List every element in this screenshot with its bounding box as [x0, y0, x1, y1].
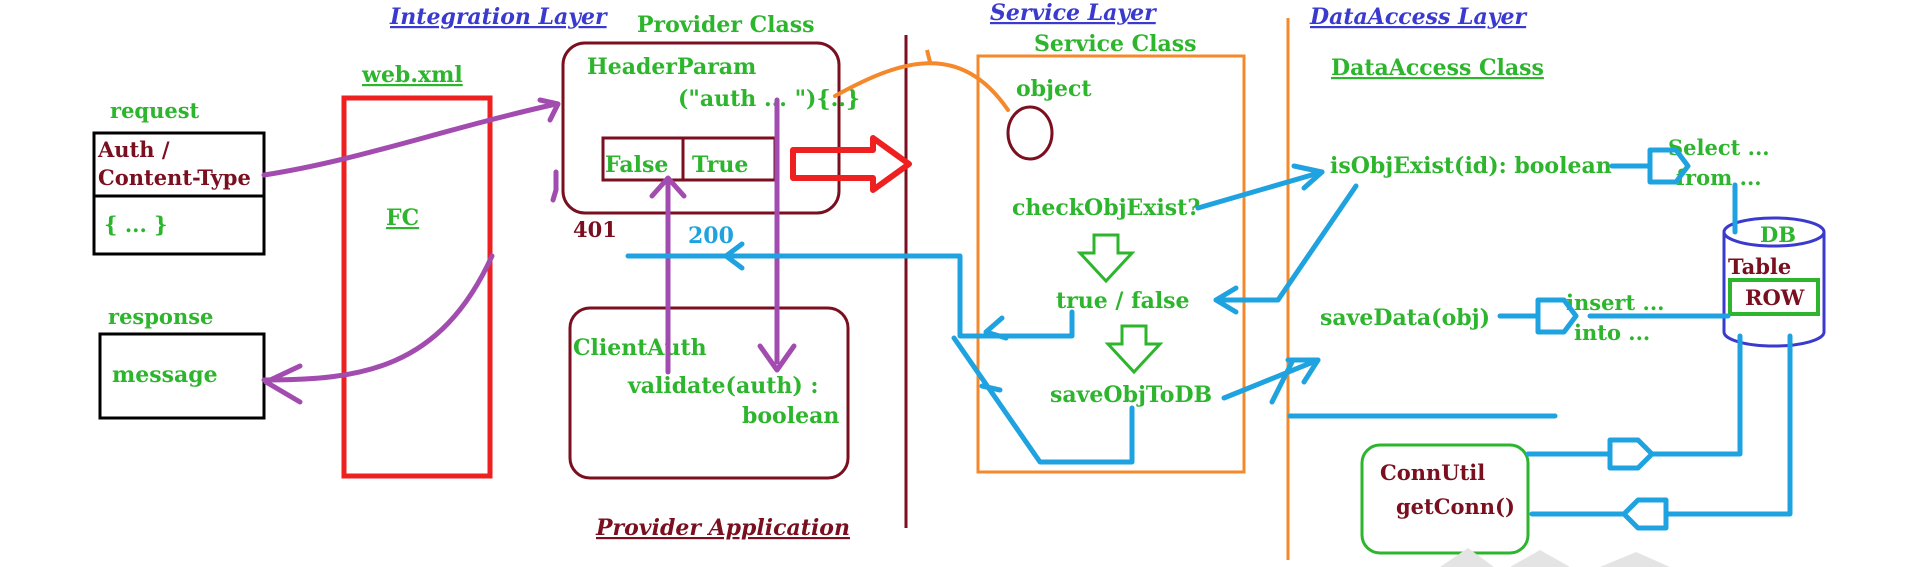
is-obj-exist-label: isObjExist(id): boolean: [1330, 153, 1612, 179]
service-class-title: Service Class: [1034, 31, 1197, 57]
insert-line1: insert ...: [1566, 290, 1664, 315]
conn-util-title: ConnUtil: [1380, 460, 1485, 485]
red-forward-arrow: [790, 135, 912, 193]
object-label: object: [1016, 76, 1092, 102]
watermark-shapes: [1440, 548, 1670, 567]
response-box: [98, 332, 266, 420]
response-message: message: [112, 362, 218, 388]
web-xml-title: web.xml: [361, 62, 463, 88]
dataaccess-layer-title: DataAccess Layer: [1309, 4, 1528, 30]
client-auth-title: ClientAuth: [573, 335, 707, 361]
request-body: { ... }: [104, 212, 168, 237]
save-data-label: saveData(obj): [1320, 305, 1490, 331]
conn-util-box: [1360, 443, 1530, 555]
blue-flows: [625, 147, 1793, 531]
code-401-label: 401: [573, 217, 617, 242]
true-label: True: [692, 152, 748, 178]
validate-method-line1: validate(auth) :: [627, 373, 819, 399]
db-label: DB: [1760, 222, 1796, 247]
service-class-box: [976, 54, 1246, 474]
db-cylinder: [1722, 232, 1826, 348]
db-row-label: ROW: [1745, 285, 1805, 310]
code-200-label: 200: [688, 223, 734, 249]
select-line1: Select ...: [1668, 135, 1770, 160]
request-label: request: [110, 98, 200, 123]
false-label: False: [605, 152, 668, 178]
down-arrow-2: [1104, 324, 1164, 375]
request-box: [92, 131, 266, 256]
fc-box: [341, 95, 493, 479]
client-auth-box: [568, 306, 850, 480]
provider-class-box: [561, 41, 841, 215]
get-conn-label: getConn(): [1396, 494, 1515, 519]
service-layer-title: Service Layer: [990, 0, 1157, 26]
down-arrow-1: [1076, 233, 1136, 284]
header-param-label: HeaderParam: [587, 54, 756, 80]
save-obj-to-db-label: saveObjToDB: [1050, 382, 1212, 408]
orange-object-arrow: [833, 61, 1010, 112]
db-table-label: Table: [1728, 254, 1791, 279]
true-false-label: true / false: [1056, 288, 1190, 314]
check-obj-exist-label: checkObjExist?: [1012, 195, 1200, 221]
db-cylinder-top: [1722, 216, 1826, 248]
provider-class-title: Provider Class: [637, 12, 814, 38]
db-row-box: [1728, 278, 1820, 316]
insert-line2: into ...: [1574, 320, 1650, 345]
select-line2: from ...: [1676, 165, 1762, 190]
response-label: response: [108, 304, 213, 329]
request-header-line1: Auth /: [97, 137, 170, 162]
fc-label: FC: [386, 205, 419, 231]
integration-layer-title: Integration Layer: [389, 4, 608, 30]
validate-method-line2: boolean: [742, 403, 839, 429]
purple-flows: [261, 97, 797, 405]
request-header-line2: Content-Type: [98, 165, 251, 190]
object-circle: [1006, 105, 1054, 161]
dataaccess-class-title: DataAccess Class: [1331, 55, 1544, 81]
orange-arrow-head: [925, 49, 932, 63]
header-param-arg: ("auth ... "){..}: [678, 86, 860, 112]
provider-application-title: Provider Application: [595, 515, 850, 541]
